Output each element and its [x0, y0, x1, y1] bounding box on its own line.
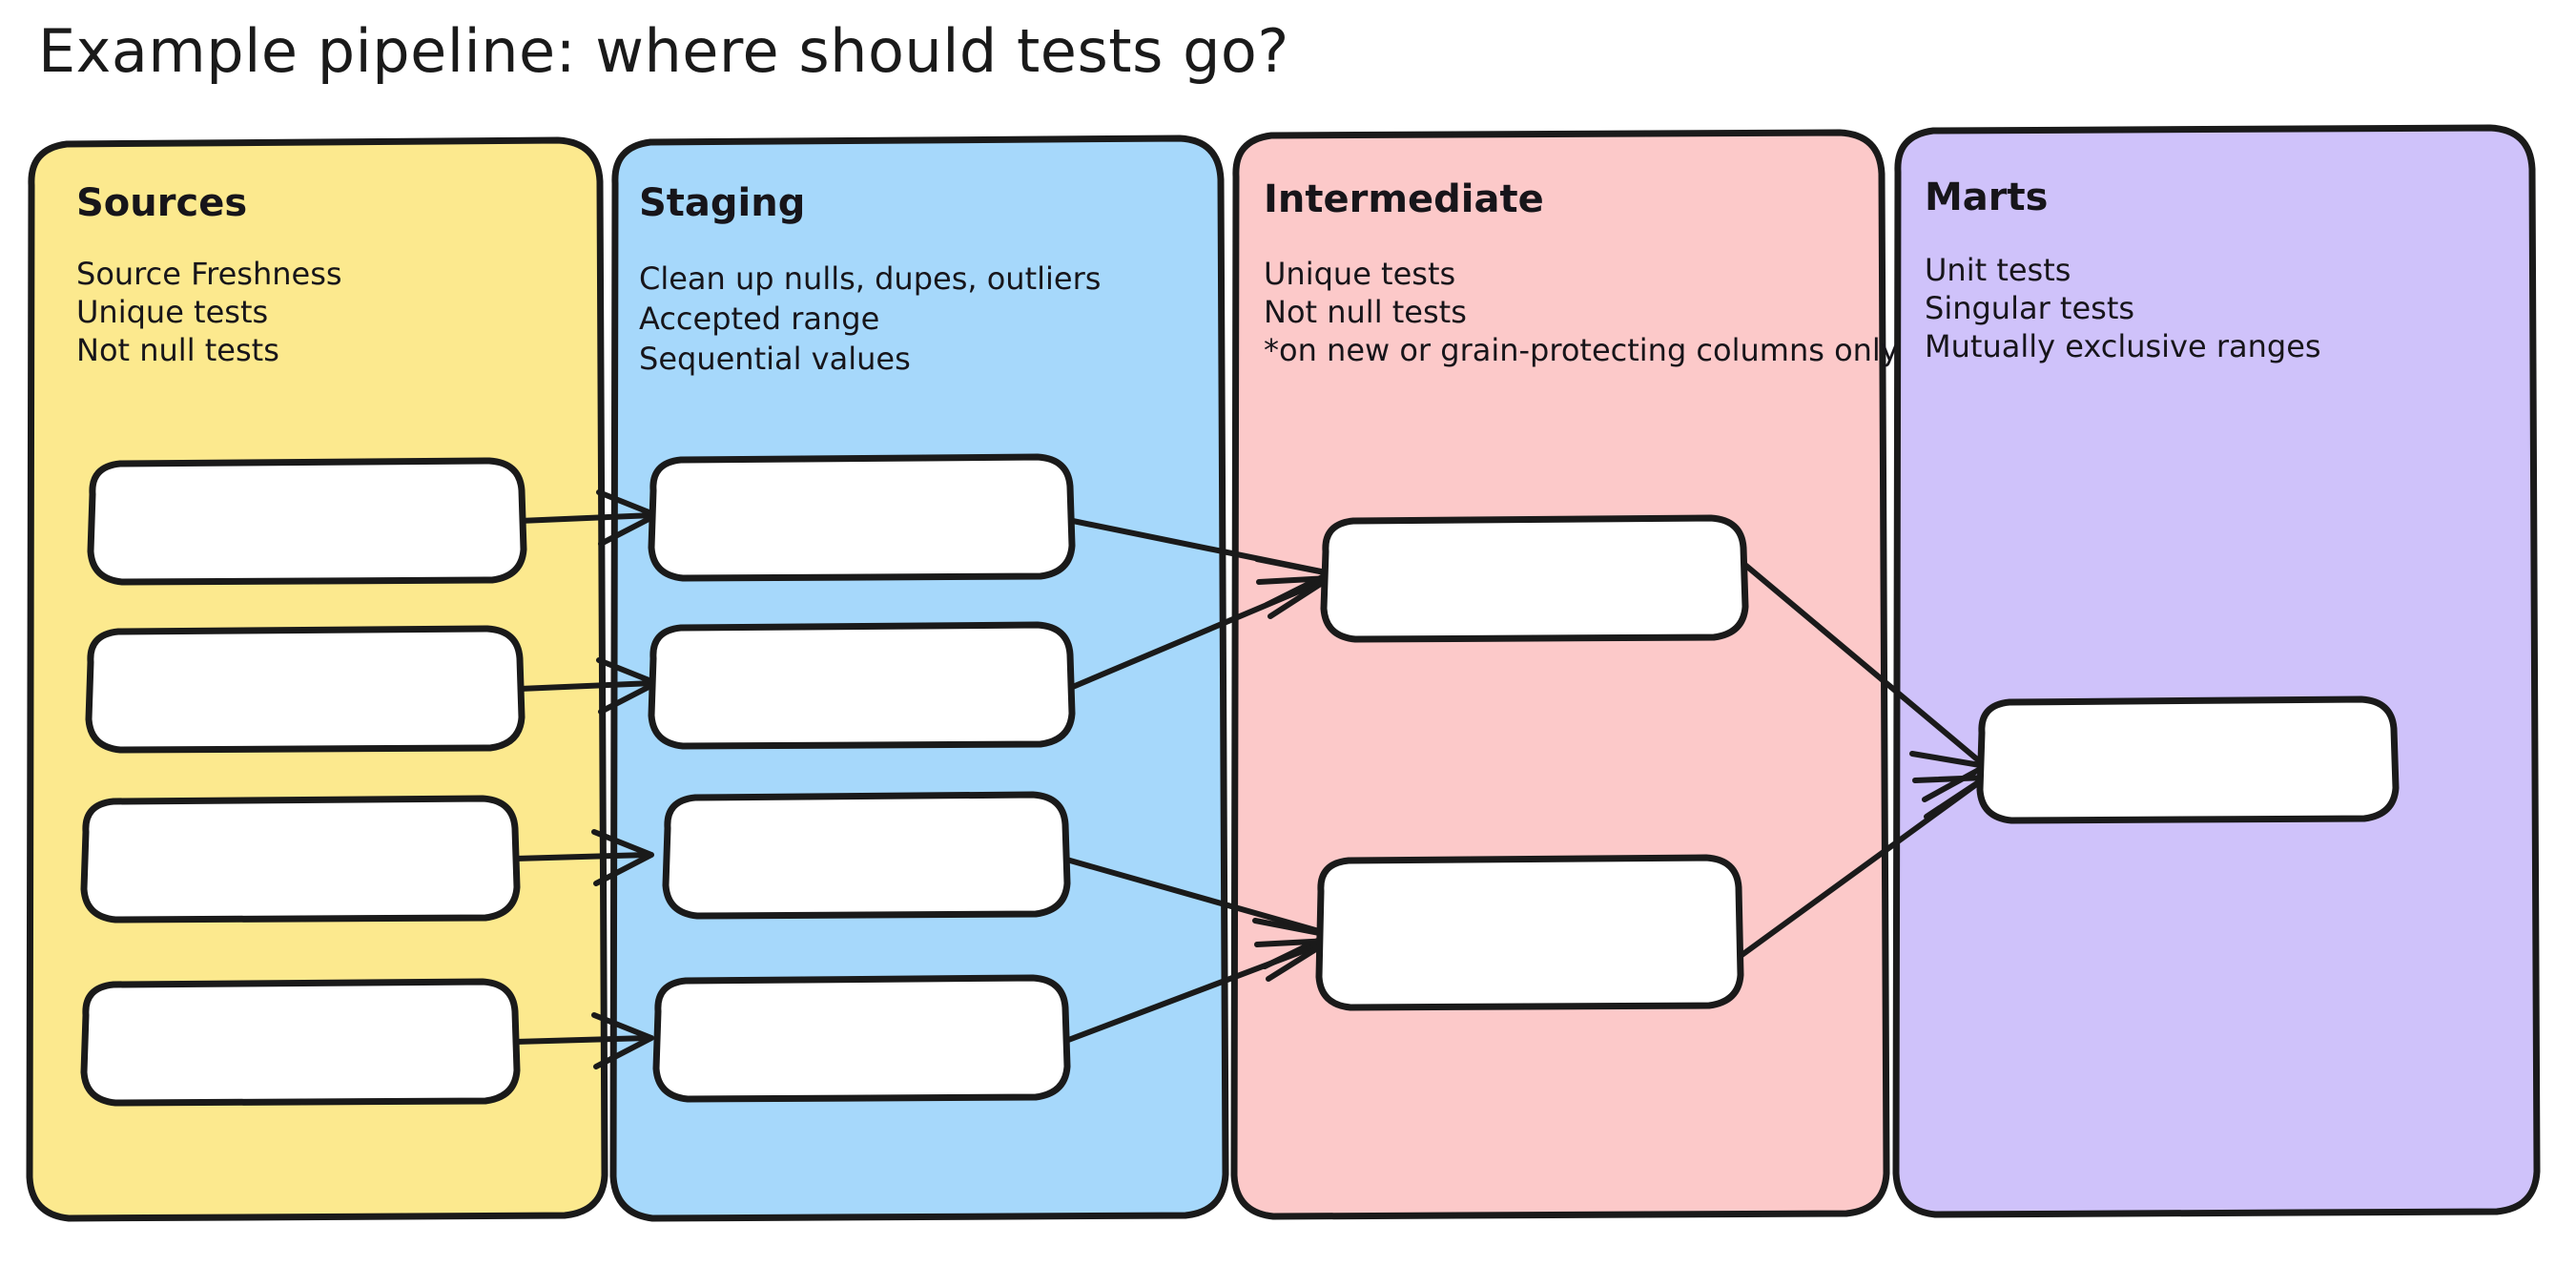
- page-title: Example pipeline: where should tests go?: [38, 16, 1289, 86]
- edge-intermediate2-marts1: [1738, 775, 1989, 959]
- intermediate-node-1[interactable]: [1320, 514, 1749, 643]
- intermediate-node-2[interactable]: [1315, 854, 1744, 1011]
- edge-source1-staging1: [517, 489, 659, 547]
- lane-line-intermediate-1: Unique tests: [1264, 256, 1455, 292]
- edge-staging2-intermediate1: [1065, 575, 1332, 692]
- staging-node-1[interactable]: [648, 453, 1076, 582]
- edge-intermediate1-marts1: [1738, 558, 1989, 802]
- edge-source4-staging4: [512, 1012, 654, 1069]
- lane-line-staging-2: Accepted range: [639, 301, 879, 337]
- nodes-staging: [648, 453, 1076, 1103]
- lane-header-staging: Staging: [639, 181, 805, 225]
- source-node-3[interactable]: [80, 795, 521, 924]
- lane-header-marts: Marts: [1925, 176, 2048, 219]
- lane-line-staging-3: Sequential values: [639, 341, 911, 377]
- lane-line-intermediate-2: Not null tests: [1264, 294, 1467, 330]
- edge-source3-staging3: [512, 829, 654, 886]
- lane-line-staging-1: Clean up nulls, dupes, outliers: [639, 260, 1101, 297]
- nodes-intermediate: [1315, 514, 1749, 1011]
- lane-header-intermediate: Intermediate: [1264, 177, 1544, 221]
- lane-marts: Marts Unit tests Singular tests Mutually…: [1892, 124, 2541, 1218]
- lane-line-marts-2: Singular tests: [1925, 290, 2134, 326]
- marts-node-1[interactable]: [1976, 695, 2400, 824]
- lane-line-sources-2: Unique tests: [76, 294, 268, 330]
- lane-background-marts: [1892, 124, 2541, 1218]
- nodes-marts: [1976, 695, 2400, 824]
- source-node-2[interactable]: [85, 625, 526, 754]
- edge-source2-staging2: [517, 657, 659, 715]
- nodes-sources: [80, 457, 527, 1107]
- source-node-1[interactable]: [87, 457, 527, 586]
- lane-line-sources-3: Not null tests: [76, 332, 279, 368]
- lane-header-sources: Sources: [76, 181, 247, 225]
- edge-layer: [512, 489, 1989, 1069]
- source-node-4[interactable]: [80, 978, 521, 1107]
- staging-node-4[interactable]: [652, 974, 1071, 1103]
- staging-node-2[interactable]: [648, 621, 1076, 750]
- staging-node-3[interactable]: [662, 791, 1071, 920]
- lane-line-marts-3: Mutually exclusive ranges: [1925, 328, 2321, 364]
- lane-line-sources-1: Source Freshness: [76, 256, 342, 292]
- lane-intermediate: Intermediate Unique tests Not null tests…: [1230, 129, 1899, 1220]
- lane-line-intermediate-3: *on new or grain-protecting columns only: [1264, 332, 1899, 368]
- lane-line-marts-1: Unit tests: [1925, 252, 2071, 288]
